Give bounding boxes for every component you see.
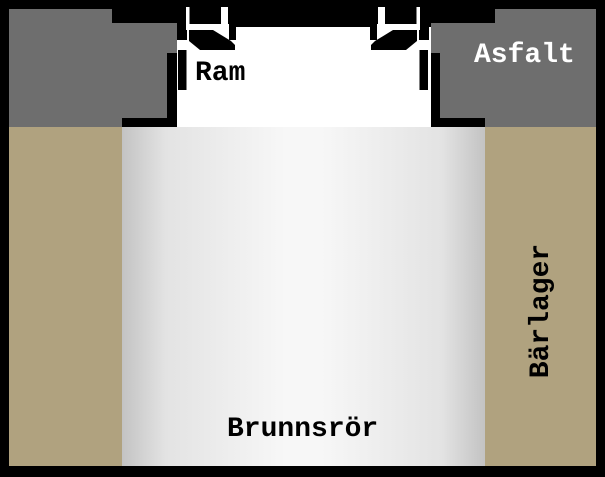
cover-left-lip: [229, 27, 236, 40]
frame-right-upper-wall: [419, 27, 429, 40]
asphalt-block-left: [9, 9, 177, 127]
frame-right-vertical-bar: [431, 53, 440, 127]
brunnsror-label: Brunnsrör: [227, 414, 379, 445]
cover-gap-right-vertical: [416, 7, 420, 26]
asphalt-block-right: [431, 9, 596, 127]
cover-right-lip: [370, 27, 377, 40]
asfalt-label: Asfalt: [474, 40, 575, 71]
cover-gap-right-tick: [378, 7, 385, 26]
cover-gap-left-vertical: [186, 7, 190, 26]
frame-left-seat: [189, 30, 235, 50]
cover-gap-right-horizontal: [377, 24, 420, 30]
ram-label: Ram: [195, 58, 246, 89]
frame-right-seat: [371, 30, 417, 50]
base-course-left: [9, 127, 122, 466]
frame-right-hook-bar: [419, 50, 428, 90]
frame-right-flange: [431, 118, 485, 127]
frame-left-flange: [122, 118, 177, 127]
cover-gap-left-tick: [221, 7, 228, 26]
well-pipe: [122, 127, 485, 466]
frame-left-hook-bar: [178, 50, 187, 90]
cover-gap-left-horizontal: [186, 24, 229, 30]
barlager-label: Bärlager: [526, 243, 557, 379]
frame-left-upper-wall: [177, 27, 187, 40]
base-course-right: [485, 127, 596, 466]
frame-left-vertical-bar: [167, 53, 177, 127]
